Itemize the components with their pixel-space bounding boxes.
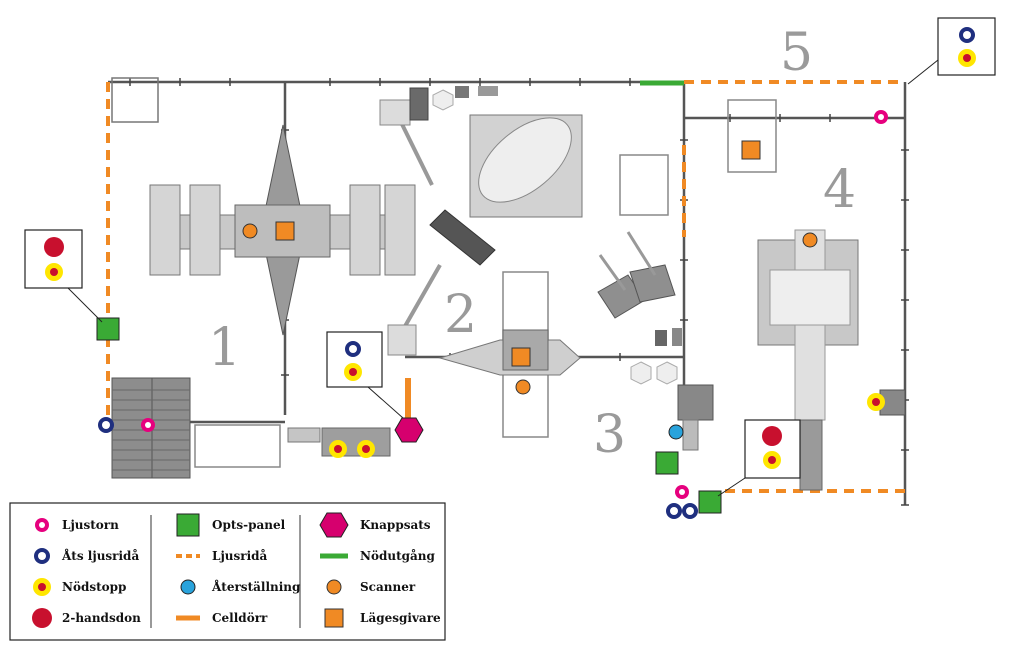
light-curtain-ack-icon bbox=[98, 417, 114, 433]
emergency-stop-icon bbox=[344, 363, 362, 381]
light-curtain-ack-icon bbox=[682, 503, 698, 519]
legend: Ljustorn Åts ljusridå Nödstopp 2-handsdo… bbox=[9, 502, 446, 641]
light-tower-icon bbox=[675, 485, 689, 499]
fence-posts bbox=[129, 78, 909, 506]
scanner-icon bbox=[326, 579, 342, 595]
position-sensor-icon bbox=[275, 221, 295, 241]
zone-4-label: 4 bbox=[823, 160, 856, 220]
emergency-stop-icon bbox=[763, 451, 781, 469]
legend-label: Lägesgivare bbox=[360, 611, 441, 625]
legend-label: Knappsats bbox=[360, 518, 431, 532]
legend-label: 2-handsdon bbox=[62, 611, 141, 625]
callout-left bbox=[24, 229, 103, 323]
callout-bottom-right bbox=[717, 419, 801, 497]
scanner-icon bbox=[515, 379, 531, 395]
reset-icon bbox=[180, 579, 196, 595]
light-curtain-ack-icon bbox=[34, 548, 50, 564]
emergency-stop-icon bbox=[329, 440, 347, 458]
operator-panel-icon bbox=[96, 317, 120, 341]
position-sensor-icon bbox=[511, 347, 531, 367]
light-curtains bbox=[106, 80, 905, 493]
legend-label: Nödutgång bbox=[360, 548, 436, 563]
reset-icon bbox=[668, 424, 684, 440]
light-curtain-ack-icon bbox=[345, 341, 361, 357]
emergency-stop-icon bbox=[357, 440, 375, 458]
zone-1-label: 1 bbox=[208, 318, 241, 378]
callout-keypad bbox=[326, 331, 404, 419]
emergency-stop-icon bbox=[867, 393, 885, 411]
scanner-icon bbox=[242, 223, 258, 239]
emergency-stop-icon bbox=[45, 263, 63, 281]
light-curtain-ack-icon bbox=[959, 27, 975, 43]
scanner-icon bbox=[802, 232, 818, 248]
zone-5-label: 5 bbox=[780, 23, 813, 83]
position-sensor-icon bbox=[324, 608, 344, 628]
operator-panel-icon bbox=[698, 490, 722, 514]
legend-label: Scanner bbox=[360, 580, 416, 594]
callout-top-right bbox=[907, 17, 996, 85]
light-tower-icon bbox=[35, 518, 49, 532]
light-tower-icon bbox=[874, 110, 888, 124]
legend-label: Ljusridå bbox=[212, 548, 268, 563]
legend-label: Ljustorn bbox=[62, 518, 119, 532]
legend-label: Åts ljusridå bbox=[61, 548, 139, 563]
legend-label: Celldörr bbox=[212, 611, 268, 625]
legend-label: Opts-panel bbox=[212, 518, 286, 532]
position-sensor-icon bbox=[741, 140, 761, 160]
emergency-stop-icon bbox=[33, 578, 51, 596]
emergency-stop-icon bbox=[958, 49, 976, 67]
two-hand-control-icon bbox=[32, 608, 52, 628]
keypad-icon bbox=[394, 417, 424, 443]
light-tower-icon bbox=[141, 418, 155, 432]
legend-label: Återställning bbox=[211, 579, 301, 594]
two-hand-control-icon bbox=[44, 237, 64, 257]
zone-2-label: 2 bbox=[444, 285, 477, 345]
machinery bbox=[111, 77, 906, 491]
zone-3-label: 3 bbox=[593, 405, 626, 465]
legend-label: Nödstopp bbox=[62, 580, 126, 594]
operator-panel-icon bbox=[176, 513, 200, 537]
operator-panel-icon bbox=[655, 451, 679, 475]
two-hand-control-icon bbox=[762, 426, 782, 446]
light-curtain-ack-icon bbox=[666, 503, 682, 519]
